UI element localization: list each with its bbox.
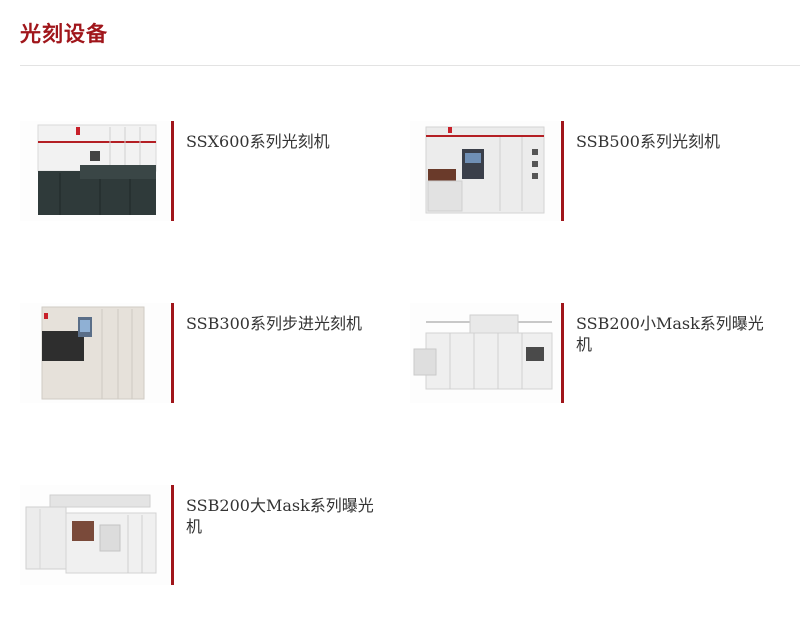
product-card-ssb500[interactable]: SSB500系列光刻机: [410, 121, 770, 221]
exposure-machine-ssb200-large-mask-image[interactable]: [20, 485, 170, 585]
card-accent-bar: [561, 303, 564, 403]
exposure-machine-ssb200-small-mask-image[interactable]: [410, 303, 560, 403]
product-name[interactable]: SSB200小Mask系列曝光机: [576, 314, 764, 354]
product-card-ssx600[interactable]: SSX600系列光刻机: [20, 121, 380, 221]
title-divider: [20, 65, 800, 66]
product-card-ssb200-small-mask[interactable]: SSB200小Mask系列曝光机: [410, 303, 770, 403]
lithography-machine-ssb500-image[interactable]: [410, 121, 560, 221]
card-accent-bar: [171, 303, 174, 403]
product-name[interactable]: SSX600系列光刻机: [186, 132, 330, 151]
lithography-machine-ssb300-image[interactable]: [20, 303, 170, 403]
product-card-ssb300[interactable]: SSB300系列步进光刻机: [20, 303, 380, 403]
lithography-machine-ssx600-image[interactable]: [20, 121, 170, 221]
product-name[interactable]: SSB300系列步进光刻机: [186, 314, 362, 333]
card-accent-bar: [171, 121, 174, 221]
card-accent-bar: [171, 485, 174, 585]
page-title: 光刻设备: [20, 21, 108, 46]
product-name[interactable]: SSB500系列光刻机: [576, 132, 720, 151]
product-name[interactable]: SSB200大Mask系列曝光机: [186, 496, 374, 536]
card-accent-bar: [561, 121, 564, 221]
product-card-ssb200-large-mask[interactable]: SSB200大Mask系列曝光机: [20, 485, 380, 585]
